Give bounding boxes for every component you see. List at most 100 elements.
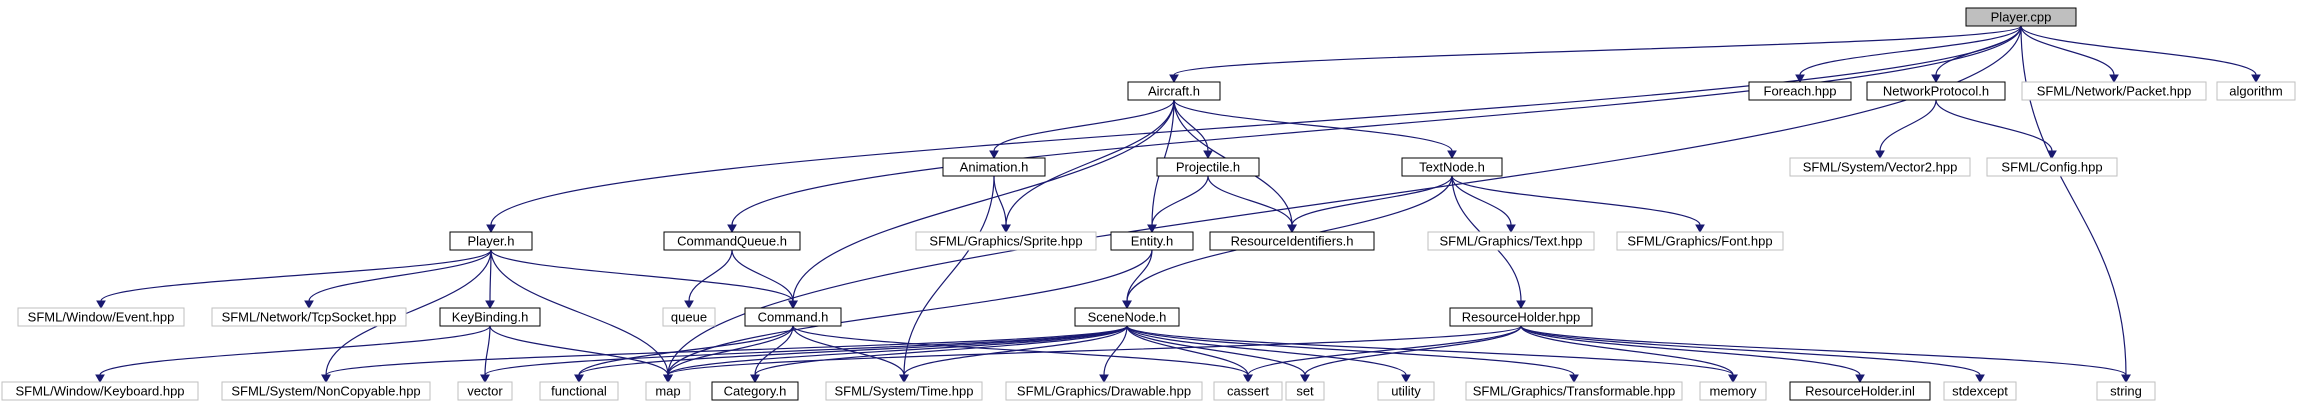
node-projectile-h[interactable]: Projectile.h — [1156, 157, 1260, 177]
node-resourceidentifiers-h[interactable]: ResourceIdentifiers.h — [1209, 231, 1375, 251]
arrowhead-scenenode_h-to-sfml_time — [899, 374, 909, 384]
node-aircraft-h[interactable]: Aircraft.h — [1127, 81, 1221, 101]
node-foreach-hpp[interactable]: Foreach.hpp — [1748, 81, 1852, 101]
edge-keybinding_h-to-vector — [484, 325, 491, 376]
node-cassert: cassert — [1213, 381, 1283, 401]
node-entity-h[interactable]: Entity.h — [1110, 231, 1194, 251]
node-box — [1943, 381, 2017, 401]
arrowhead-keybinding_h-to-sfml_keyboard — [95, 374, 105, 384]
edge-player_cpp-to-algorithm — [2020, 25, 2257, 76]
node-category-h[interactable]: Category.h — [711, 381, 799, 401]
node-box — [1789, 157, 1971, 177]
node-label: map — [655, 384, 680, 399]
arrowhead-aircraft_h-to-projectile_h — [1203, 150, 1213, 160]
node-box — [17, 307, 185, 327]
edge-entity_h-to-map — [667, 249, 1153, 376]
node-box — [1965, 7, 2077, 27]
node-label: ResourceIdentifiers.h — [1231, 234, 1354, 249]
arrowhead-commandqueue_h-to-command_h — [788, 300, 798, 310]
edge-networkprotocol_h-to-sfml_vector2 — [1879, 99, 1937, 152]
node-player-h[interactable]: Player.h — [449, 231, 533, 251]
arrowhead-player_h-to-sfml_event — [96, 300, 106, 310]
edge-scenenode_h-to-sfml_drawable — [1103, 325, 1128, 376]
node-box — [915, 231, 1097, 251]
node-animation-h[interactable]: Animation.h — [942, 157, 1046, 177]
node-box — [457, 381, 513, 401]
edge-entity_h-to-scenenode_h — [1126, 249, 1153, 302]
node-box — [1074, 307, 1180, 327]
node-algorithm: algorithm — [2216, 81, 2296, 101]
node-label: SFML/Network/Packet.hpp — [2037, 84, 2192, 99]
arrowhead-networkprotocol_h-to-sfml_vector2 — [1875, 150, 1885, 160]
node-map: map — [645, 381, 691, 401]
node-sfml-tcpsocket: SFML/Network/TcpSocket.hpp — [211, 307, 407, 327]
node-label: SFML/Config.hpp — [2001, 160, 2102, 175]
node-textnode-h[interactable]: TextNode.h — [1401, 157, 1503, 177]
arrowhead-scenenode_h-to-utility — [1401, 374, 1411, 384]
node-sfml-noncopyable: SFML/System/NonCopyable.hpp — [221, 381, 431, 401]
arrowhead-player_h-to-sfml_tcpsocket — [304, 300, 314, 310]
edge-scenenode_h-to-category_h — [754, 325, 1128, 376]
node-utility: utility — [1377, 381, 1435, 401]
edge-scenenode_h-to-cassert — [1126, 325, 1249, 376]
node-label: cassert — [1227, 384, 1269, 399]
node-resourceholder-hpp[interactable]: ResourceHolder.hpp — [1449, 307, 1593, 327]
edge-scenenode_h-to-sfml_noncopyable — [325, 325, 1128, 376]
edge-scenenode_h-to-map — [667, 325, 1128, 376]
node-sfml-font: SFML/Graphics/Font.hpp — [1616, 231, 1784, 251]
node-box — [1209, 231, 1375, 251]
arrowhead-player_h-to-keybinding_h — [485, 300, 495, 310]
node-scenenode-h[interactable]: SceneNode.h — [1074, 307, 1180, 327]
node-set: set — [1285, 381, 1325, 401]
node-label: stdexcept — [1952, 384, 2008, 399]
node-resourceholder-inl[interactable]: ResourceHolder.inl — [1789, 381, 1931, 401]
node-label: SFML/System/NonCopyable.hpp — [231, 384, 420, 399]
node-box — [1213, 381, 1283, 401]
dependency-edges — [95, 25, 2261, 384]
arrowhead-entity_h-to-scenenode_h — [1122, 300, 1132, 310]
node-label: vector — [467, 384, 503, 399]
arrowhead-scenenode_h-to-functional — [574, 374, 584, 384]
node-label: SFML/Window/Keyboard.hpp — [15, 384, 184, 399]
node-box — [1616, 231, 1784, 251]
node-box — [744, 307, 842, 327]
node-command-h[interactable]: Command.h — [744, 307, 842, 327]
node-networkprotocol-h[interactable]: NetworkProtocol.h — [1866, 81, 2006, 101]
edge-resourceholder_hpp-to-set — [1304, 325, 1522, 376]
node-sfml-vector2: SFML/System/Vector2.hpp — [1789, 157, 1971, 177]
arrowhead-player_cpp-to-player_h — [486, 224, 496, 234]
node-label: ResourceHolder.inl — [1805, 384, 1915, 399]
edge-player_cpp-to-sfml_packet — [2020, 25, 2115, 76]
arrowhead-textnode_h-to-resourceholder_hpp — [1516, 300, 1526, 310]
arrowhead-animation_h-to-sfml_sprite — [1001, 224, 1011, 234]
edge-projectile_h-to-resourceidentifiers_h — [1207, 175, 1293, 226]
arrowhead-scenenode_h-to-category_h — [750, 374, 760, 384]
node-label: algorithm — [2229, 84, 2282, 99]
edge-player_cpp-to-foreach_hpp — [1799, 25, 2022, 76]
node-box — [825, 381, 983, 401]
node-commandqueue-h[interactable]: CommandQueue.h — [663, 231, 801, 251]
arrowhead-networkprotocol_h-to-sfml_config — [2047, 150, 2057, 160]
edge-player_cpp-to-commandqueue_h — [731, 25, 2022, 226]
node-box — [1866, 81, 2006, 101]
edge-player_h-to-map — [490, 249, 669, 376]
node-label: SFML/Graphics/Drawable.hpp — [1017, 384, 1191, 399]
arrowhead-resourceholder_hpp-to-resourceholder_inl — [1855, 374, 1865, 384]
edge-keybinding_h-to-sfml_keyboard — [99, 325, 491, 376]
node-box — [1127, 81, 1221, 101]
node-box — [1156, 157, 1260, 177]
node-label: utility — [1391, 384, 1421, 399]
arrowhead-textnode_h-to-sfml_font — [1695, 224, 1705, 234]
node-label: Foreach.hpp — [1764, 84, 1837, 99]
arrowhead-resourceholder_hpp-to-cassert — [1243, 374, 1253, 384]
arrowhead-aircraft_h-to-animation_h — [989, 150, 999, 160]
node-label: set — [1296, 384, 1314, 399]
node-keybinding-h[interactable]: KeyBinding.h — [439, 307, 541, 327]
node-player-cpp[interactable]: Player.cpp — [1965, 7, 2077, 27]
node-sfml-sprite: SFML/Graphics/Sprite.hpp — [915, 231, 1097, 251]
node-box — [211, 307, 407, 327]
node-box — [1748, 81, 1852, 101]
node-box — [1377, 381, 1435, 401]
node-functional: functional — [539, 381, 619, 401]
